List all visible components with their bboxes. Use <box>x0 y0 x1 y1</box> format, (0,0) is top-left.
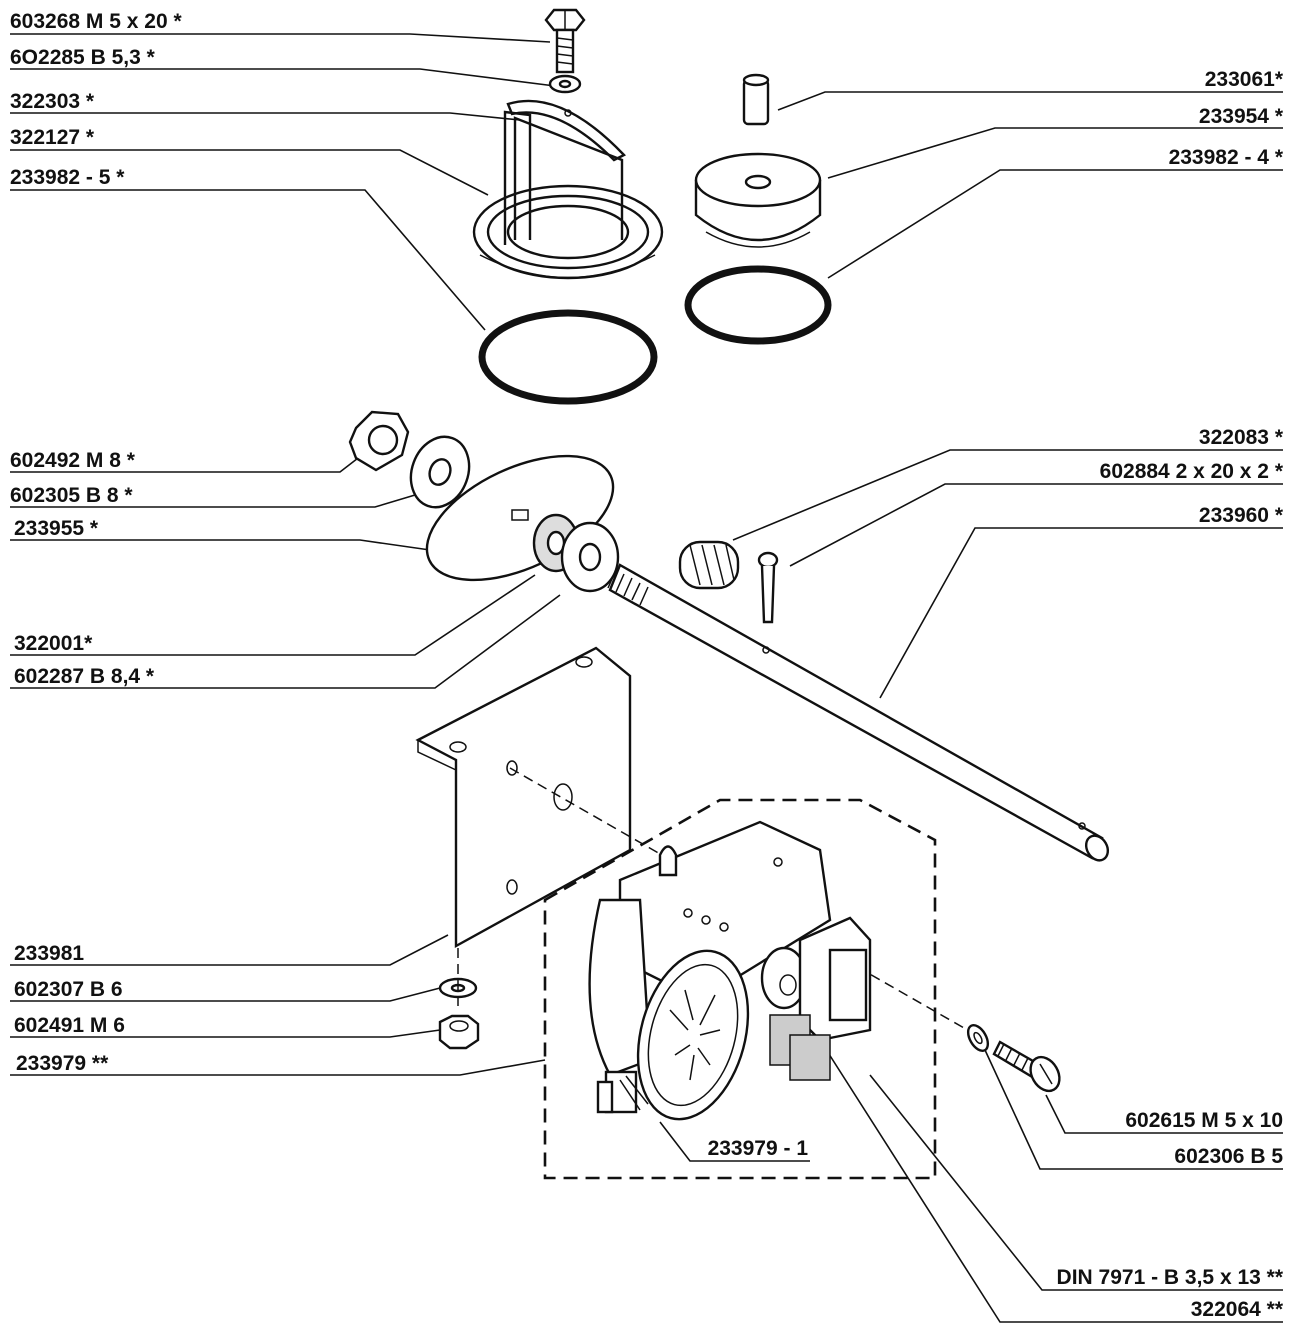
o-ring-233982-4 <box>684 265 832 345</box>
leader-lines-left <box>10 33 561 1076</box>
label-602492: 602492 M 8 * <box>10 449 136 472</box>
microswitch <box>769 916 872 1081</box>
label-602305: 602305 B 8 * <box>10 484 133 507</box>
label-233960: 233960 * <box>1199 504 1284 527</box>
leader-lines-right <box>659 91 1283 1323</box>
shaft-233960 <box>607 563 1110 862</box>
piston-233954 <box>694 152 822 248</box>
pin-233061 <box>742 73 770 126</box>
nut-m6-602491 <box>438 1014 480 1050</box>
washer-b8-602305 <box>409 435 471 509</box>
nut-m8 <box>348 410 410 472</box>
label-602884: 602884 2 x 20 x 2 * <box>1100 460 1284 483</box>
bolt-m5x20 <box>544 8 586 74</box>
bracket-233981 <box>415 646 632 949</box>
label-602615: 602615 M 5 x 10 <box>1125 1109 1283 1132</box>
label-233982-5: 233982 - 5 * <box>10 166 125 189</box>
label-233979-1: 233979 - 1 <box>708 1137 809 1160</box>
label-322001: 322001* <box>14 632 93 655</box>
label-603268: 603268 M 5 x 20 * <box>10 10 182 33</box>
washer-b5-602306 <box>966 1024 990 1052</box>
split-pin-602884 <box>757 551 779 624</box>
connector-233979-1 <box>596 1070 649 1114</box>
label-322083: 322083 * <box>1199 426 1284 449</box>
label-233955: 233955 * <box>14 517 99 540</box>
part-labels: 603268 M 5 x 20 * 6O2285 B 5,3 * 322303 … <box>10 10 1284 1321</box>
basket-322127 <box>472 110 664 280</box>
label-322303: 322303 * <box>10 90 95 113</box>
washer-b5-3 <box>548 74 582 94</box>
label-602287: 602287 B 8,4 * <box>14 665 155 688</box>
o-ring-233982-5 <box>478 309 658 405</box>
label-233982-4: 233982 - 4 * <box>1169 146 1284 169</box>
gear-motor-233979 <box>588 820 832 1121</box>
motor-assembly-outline <box>543 798 937 1180</box>
screw-m5x10-602615 <box>992 1040 1061 1093</box>
label-233981: 233981 <box>14 942 84 965</box>
label-din7971: DIN 7971 - B 3,5 x 13 ** <box>1057 1266 1284 1289</box>
label-602306: 602306 B 5 <box>1174 1145 1283 1168</box>
label-322127: 322127 * <box>10 126 95 149</box>
label-602307: 602307 B 6 <box>14 978 123 1001</box>
label-322064: 322064 ** <box>1191 1298 1284 1321</box>
washer-b8-4-602287 <box>560 521 620 593</box>
label-602285: 6O2285 B 5,3 * <box>10 46 156 69</box>
label-602491: 602491 M 6 <box>14 1014 125 1037</box>
clamp-plate-322303 <box>506 99 626 162</box>
label-233979: 233979 ** <box>16 1052 109 1075</box>
spring-322083 <box>678 540 740 590</box>
label-233061: 233061* <box>1205 68 1284 91</box>
label-233954: 233954 * <box>1199 105 1284 128</box>
